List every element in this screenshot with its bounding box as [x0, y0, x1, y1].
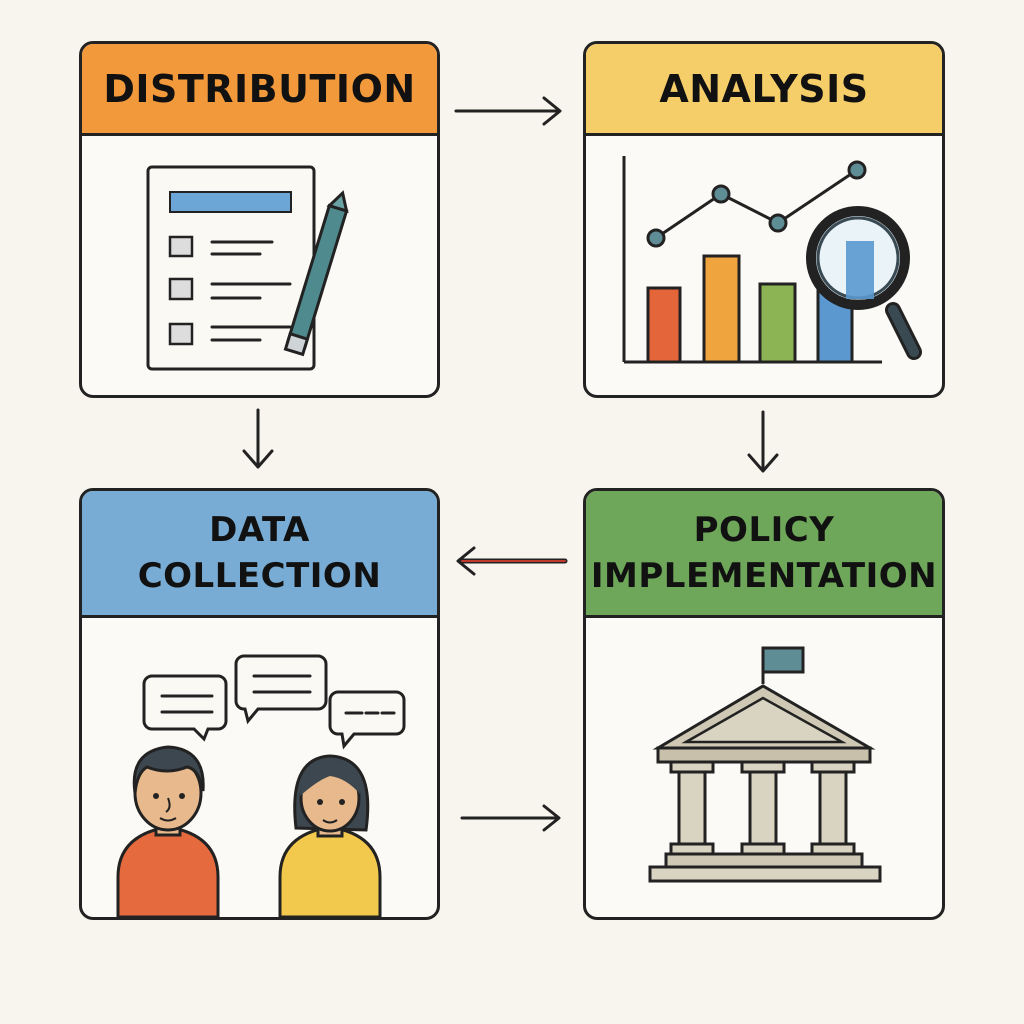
chart-bar: [758, 282, 797, 364]
analysis-title: ANALYSIS: [659, 66, 869, 111]
policy-implementation-body: [586, 618, 942, 917]
person-woman-icon: [278, 754, 382, 917]
chart-point: [768, 213, 788, 233]
chart-point: [646, 228, 666, 248]
government-building-icon: [648, 646, 882, 883]
data-collection-card: DATA COLLECTION: [79, 488, 440, 920]
chart-bar: [702, 254, 741, 364]
data-collection-title-line2: COLLECTION: [137, 556, 382, 596]
chart-point: [711, 184, 731, 204]
column: [810, 760, 856, 856]
people-conversation-icon: [116, 654, 406, 917]
policy-implementation-title-line1: POLICY: [693, 510, 835, 550]
person-man-icon: [116, 745, 220, 917]
speech-bubble-icon: [328, 690, 406, 750]
distribution-header: DISTRIBUTION: [82, 44, 437, 136]
analysis-header: ANALYSIS: [586, 44, 942, 136]
column: [740, 760, 786, 856]
speech-bubble-icon: [142, 674, 228, 742]
distribution-title: DISTRIBUTION: [103, 66, 416, 111]
data-collection-title-line1: DATA: [209, 510, 310, 550]
policy-implementation-card: POLICY IMPLEMENTATION: [583, 488, 945, 920]
policy-implementation-header: POLICY IMPLEMENTATION: [586, 491, 942, 618]
chart-analysis-icon: [622, 156, 922, 364]
data-collection-body: [82, 618, 437, 917]
chart-point: [847, 160, 867, 180]
analysis-card: ANALYSIS: [583, 41, 945, 398]
distribution-card: DISTRIBUTION: [79, 41, 440, 398]
pencil-icon: [283, 190, 349, 357]
policy-implementation-title-line2: IMPLEMENTATION: [590, 556, 938, 596]
analysis-body: [586, 136, 942, 395]
data-collection-header: DATA COLLECTION: [82, 491, 437, 618]
column: [669, 760, 715, 856]
distribution-body: [82, 136, 437, 395]
magnifier-icon: [806, 206, 922, 360]
flag-icon: [761, 646, 805, 684]
chart-bar: [646, 286, 682, 364]
speech-bubble-icon: [234, 654, 328, 725]
survey-clipboard-icon: [146, 165, 349, 371]
